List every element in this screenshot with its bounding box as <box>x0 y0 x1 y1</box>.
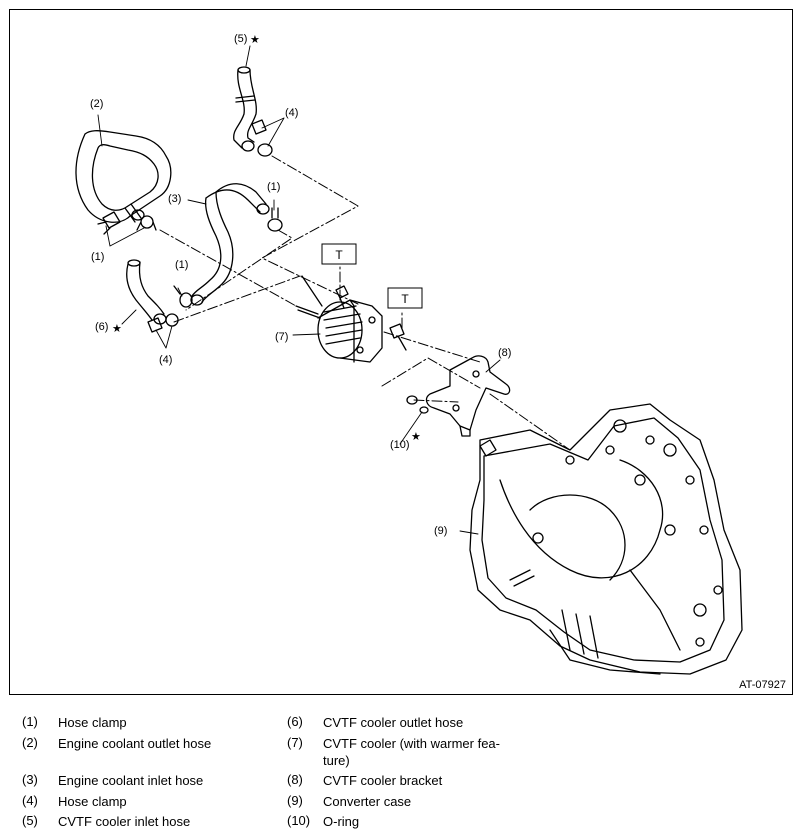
engine-coolant-outlet-hose <box>75 130 172 223</box>
star-mark-5: ★ <box>250 34 260 46</box>
o-ring <box>406 395 429 414</box>
callout-10: (10) <box>390 439 410 451</box>
svg-text:T: T <box>401 292 409 306</box>
cooler-bolt-2 <box>389 323 407 351</box>
callout-1-middle: (1) <box>175 259 188 271</box>
callout-4-upper: (4) <box>285 107 298 119</box>
diagram-frame: T T (2) (3) (1) (1) (1) (5) ★ (4) (6) ★ … <box>9 9 793 695</box>
engine-coolant-inlet-hose <box>190 183 270 306</box>
callout-9: (9) <box>434 525 447 537</box>
callout-3: (3) <box>168 193 181 205</box>
svg-text:T: T <box>335 248 343 262</box>
cooler-bolt-1 <box>335 285 349 309</box>
cvtf-cooler <box>295 275 383 363</box>
cvtf-cooler-outlet-hose <box>126 259 167 325</box>
figure-id: AT-07927 <box>739 679 786 691</box>
torque-box-2: T <box>387 287 423 309</box>
callout-1-left: (1) <box>91 251 104 263</box>
star-mark-6: ★ <box>112 323 122 335</box>
converter-case <box>469 403 743 675</box>
hose-clamp-1d <box>173 285 193 308</box>
hose-clamp-4a <box>251 119 273 157</box>
parts-legend: (1) Hose clamp (2) Engine coolant outlet… <box>22 714 500 829</box>
callout-2: (2) <box>90 98 103 110</box>
hose-clamp-1b <box>136 215 157 231</box>
star-mark-10: ★ <box>411 431 421 443</box>
callout-4-lower: (4) <box>159 354 172 366</box>
callout-6: (6) <box>95 321 108 333</box>
torque-box-1: T <box>321 243 357 265</box>
cvtf-cooler-bracket <box>425 355 511 437</box>
hose-clamp-1c <box>267 207 283 232</box>
exploded-view-diagram: T T (2) (3) (1) (1) (1) (5) ★ (4) (6) ★ … <box>75 33 743 675</box>
callout-5: (5) <box>234 33 247 45</box>
callout-1-upper: (1) <box>267 181 280 193</box>
callout-8: (8) <box>498 347 511 359</box>
cvtf-cooler-inlet-hose <box>233 66 257 152</box>
callout-7: (7) <box>275 331 288 343</box>
hose-clamp-1a <box>97 211 121 235</box>
